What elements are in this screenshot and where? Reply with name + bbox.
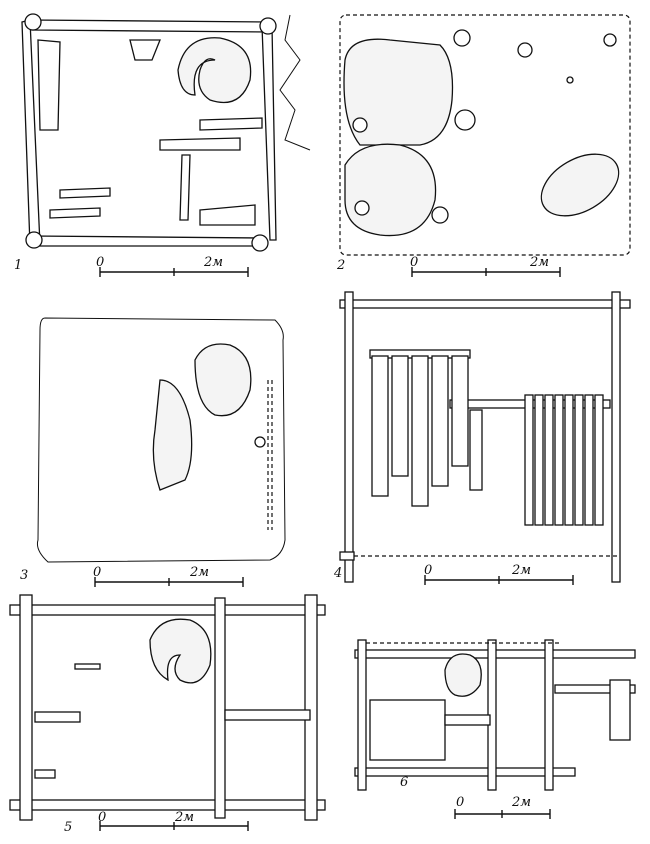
panel-6-scale-end: 2м bbox=[512, 795, 532, 810]
plank bbox=[544, 394, 554, 526]
panel-5-number: 5 bbox=[64, 820, 73, 835]
plank bbox=[554, 394, 564, 526]
plank bbox=[411, 355, 429, 507]
panel-3-number: 3 bbox=[20, 568, 29, 583]
panel-2-scale-end: 2м bbox=[530, 255, 550, 270]
panel-2-scale-zero: 0 bbox=[410, 255, 419, 270]
panel-6-drawing bbox=[354, 639, 636, 819]
panel-4-scale-zero: 0 bbox=[424, 563, 433, 578]
panel-5-drawing bbox=[9, 594, 326, 831]
panel-2-drawing bbox=[339, 14, 631, 277]
panel-1-number: 1 bbox=[14, 258, 23, 273]
panel-3-drawing bbox=[37, 317, 286, 587]
plank bbox=[584, 394, 594, 526]
plank bbox=[469, 409, 483, 491]
panel-5-scale-end: 2м bbox=[175, 810, 195, 825]
plank bbox=[391, 355, 409, 477]
panel-1-scale-end: 2м bbox=[204, 255, 224, 270]
plank bbox=[534, 394, 544, 526]
plank bbox=[574, 394, 584, 526]
panel-4-number: 4 bbox=[334, 566, 343, 581]
panel-3-scale-end: 2м bbox=[190, 565, 210, 580]
panel-6-scale-zero: 0 bbox=[456, 795, 465, 810]
panel-3-scale-zero: 0 bbox=[93, 565, 102, 580]
panel-4-scale-end: 2м bbox=[512, 563, 532, 578]
panel-5-scale-zero: 0 bbox=[98, 810, 107, 825]
plank bbox=[524, 394, 534, 526]
panel-1-drawing bbox=[21, 13, 311, 277]
plank bbox=[594, 394, 604, 526]
plank bbox=[451, 355, 469, 467]
plank bbox=[371, 355, 389, 497]
panel-4-drawing bbox=[339, 291, 631, 585]
plank bbox=[564, 394, 574, 526]
panel-1-scale-zero: 0 bbox=[96, 255, 105, 270]
panel-6-number: 6 bbox=[400, 775, 409, 790]
panel-2-number: 2 bbox=[337, 258, 346, 273]
plank bbox=[431, 355, 449, 487]
